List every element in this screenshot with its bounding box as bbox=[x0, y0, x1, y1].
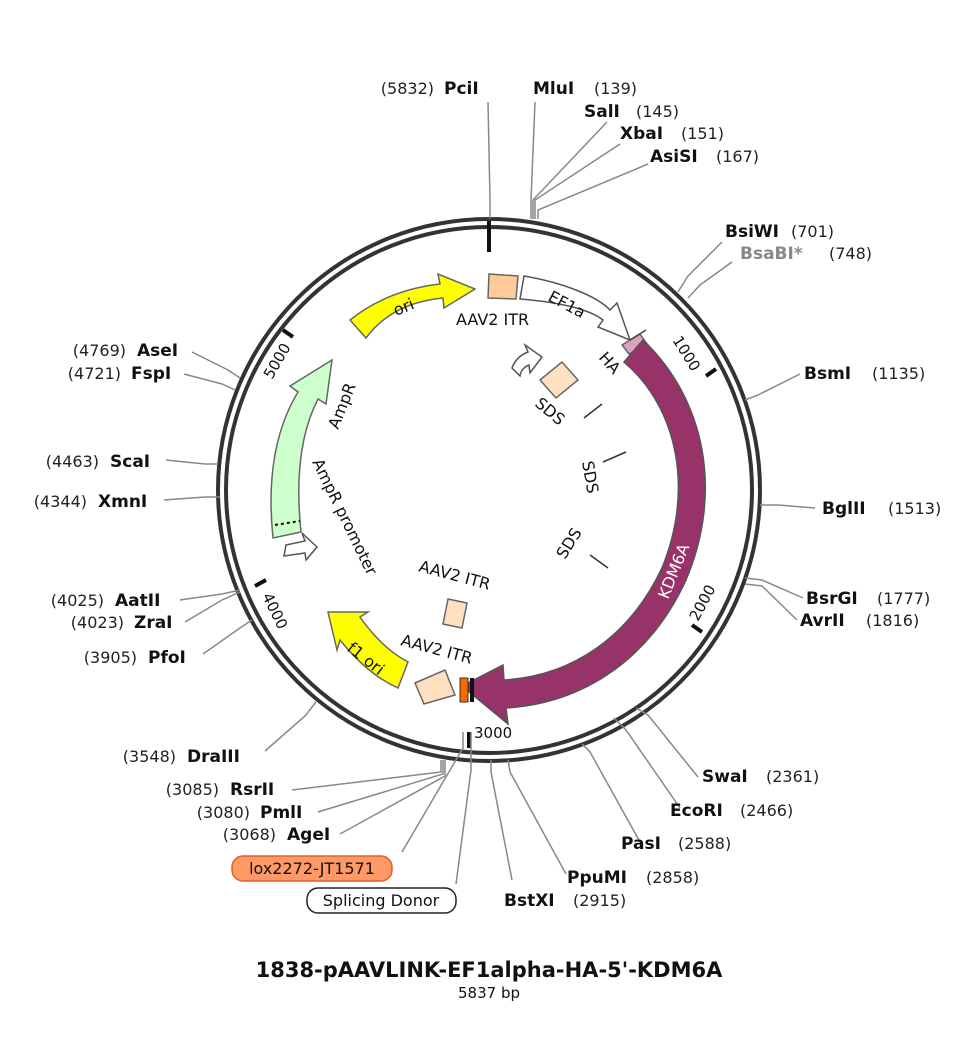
site-name-EcoRI: EcoRI bbox=[670, 801, 723, 821]
site-pos-SwaI: (2361) bbox=[766, 767, 819, 786]
site-name-SalI: SalI bbox=[584, 102, 620, 122]
site-pos-FspI: (4721) bbox=[68, 364, 121, 383]
sds-box-1 bbox=[538, 360, 580, 400]
site-name-RsrII: RsrII bbox=[230, 780, 274, 800]
lox-label-box bbox=[231, 855, 393, 882]
splicing-donor-label: Splicing Donor bbox=[323, 891, 440, 910]
site-pos-ZraI: (4023) bbox=[71, 613, 124, 632]
ampr-arrow bbox=[270, 358, 333, 539]
site-pos-BsaBI: (748) bbox=[829, 244, 872, 263]
tick-mark-1000 bbox=[704, 367, 718, 378]
ampr-label: AmpR bbox=[324, 380, 360, 431]
site-pos-AsiSI: (167) bbox=[716, 147, 759, 166]
aav2-itr-top-box bbox=[487, 273, 519, 300]
lox-marker bbox=[459, 677, 469, 703]
tick-mark-4000 bbox=[254, 578, 267, 588]
site-name-AseI: AseI bbox=[137, 341, 178, 361]
site-name-PasI: PasI bbox=[621, 834, 661, 854]
site-name-BglII: BglII bbox=[822, 499, 866, 519]
site-name-AatII: AatII bbox=[115, 591, 160, 611]
site-name-BsmI: BsmI bbox=[804, 364, 851, 384]
ha-marker-line bbox=[629, 329, 647, 341]
site-pos-AgeI: (3068) bbox=[223, 825, 276, 844]
tick-label-1000: 1000 bbox=[669, 333, 705, 375]
site-name-BstXI: BstXI bbox=[504, 891, 555, 911]
site-pos-MluI: (139) bbox=[594, 79, 637, 98]
site-pos-PmlI: (3080) bbox=[197, 803, 250, 822]
site-leader-lines bbox=[163, 101, 816, 885]
site-name-BsaBI: BsaBI* bbox=[740, 244, 803, 264]
site-pos-DraIII: (3548) bbox=[123, 747, 176, 766]
backbone-outer-ring bbox=[216, 217, 762, 763]
site-pos-PasI: (2588) bbox=[678, 834, 731, 853]
site-pos-BsmI: (1135) bbox=[872, 364, 925, 383]
site-pos-BglII: (1513) bbox=[888, 499, 941, 518]
kdm6a-arrow bbox=[460, 338, 707, 726]
site-name-XbaI: XbaI bbox=[620, 124, 663, 144]
aav2-itr-mid-box bbox=[442, 598, 468, 629]
site-pos-AvrII: (1816) bbox=[866, 611, 919, 630]
site-pos-BstXI: (2915) bbox=[573, 891, 626, 910]
aav2-itr-mid-label: AAV2 ITR bbox=[417, 557, 493, 594]
site-pos-AseI: (4769) bbox=[73, 341, 126, 360]
lox-label: lox2272-JT1571 bbox=[249, 859, 375, 878]
ef1a-arrow bbox=[519, 275, 632, 342]
site-pos-XmnI: (4344) bbox=[34, 492, 87, 511]
sds-line-1 bbox=[583, 403, 603, 419]
aav2-itr-low-label: AAV2 ITR bbox=[399, 631, 475, 668]
tick-label-3000: 3000 bbox=[474, 724, 512, 742]
site-pos-RsrII: (3085) bbox=[166, 780, 219, 799]
site-pos-BsiWI: (701) bbox=[791, 222, 834, 241]
site-name-MluI: MluI bbox=[533, 79, 574, 99]
splicing-donor-marker bbox=[470, 678, 474, 702]
site-name-ZraI: ZraI bbox=[134, 613, 173, 633]
ampr-promoter-arrow bbox=[283, 532, 319, 562]
sds-label-3: SDS bbox=[552, 524, 585, 562]
site-name-PfoI: PfoI bbox=[148, 648, 186, 668]
site-pos-PfoI: (3905) bbox=[84, 648, 137, 667]
sds-label-1: SDS bbox=[531, 394, 568, 430]
plasmid-size: 5837 bp bbox=[458, 984, 520, 1002]
sds-label-2: SDS bbox=[578, 459, 602, 494]
site-name-FspI: FspI bbox=[131, 364, 171, 384]
site-name-XmnI: XmnI bbox=[98, 492, 147, 512]
site-name-ScaI: ScaI bbox=[110, 452, 150, 472]
site-pos-ScaI: (4463) bbox=[46, 452, 99, 471]
ori-arrow bbox=[348, 272, 477, 340]
site-name-BsiWI: BsiWI bbox=[725, 222, 779, 242]
splicing-donor-label-box bbox=[306, 887, 457, 914]
plasmid-title: 1838-pAAVLINK-EF1alpha-HA-5'-KDM6A bbox=[256, 958, 724, 982]
site-name-BsrGI: BsrGI bbox=[806, 589, 858, 609]
site-name-SwaI: SwaI bbox=[702, 767, 748, 787]
ampr-dotted-line bbox=[274, 520, 301, 526]
tick-label-2000: 2000 bbox=[686, 582, 720, 624]
site-name-PmlI: PmlI bbox=[260, 803, 302, 823]
site-name-AgeI: AgeI bbox=[287, 825, 330, 845]
site-name-DraIII: DraIII bbox=[187, 747, 240, 767]
site-pos-SalI: (145) bbox=[636, 102, 679, 121]
site-name-AvrII: AvrII bbox=[800, 611, 845, 631]
site-pos-PciI: (5832) bbox=[381, 79, 434, 98]
site-name-PpuMI: PpuMI bbox=[567, 868, 627, 888]
aav2-itr-low-box bbox=[414, 669, 457, 705]
site-pos-PpuMI: (2858) bbox=[646, 868, 699, 887]
site-pos-XbaI: (151) bbox=[681, 124, 724, 143]
ha-label: HA bbox=[595, 348, 625, 378]
site-name-PciI: PciI bbox=[444, 79, 479, 99]
aav2-itr-top-label: AAV2 ITR bbox=[456, 310, 529, 329]
sds-line-2 bbox=[602, 451, 627, 463]
site-pos-EcoRI: (2466) bbox=[740, 801, 793, 820]
ampr-promoter-label: AmpR promoter bbox=[308, 455, 381, 578]
tick-mark-5000 bbox=[281, 328, 295, 339]
site-pos-AatII: (4025) bbox=[51, 591, 104, 610]
sds-line-3 bbox=[589, 554, 609, 569]
tick-label-5000: 5000 bbox=[260, 340, 295, 382]
site-name-AsiSI: AsiSI bbox=[650, 147, 698, 167]
f1-ori-arrow bbox=[327, 611, 409, 690]
sds-white-arrow bbox=[511, 342, 544, 378]
tick-mark-2000 bbox=[690, 623, 704, 634]
site-pos-BsrGI: (1777) bbox=[877, 589, 930, 608]
